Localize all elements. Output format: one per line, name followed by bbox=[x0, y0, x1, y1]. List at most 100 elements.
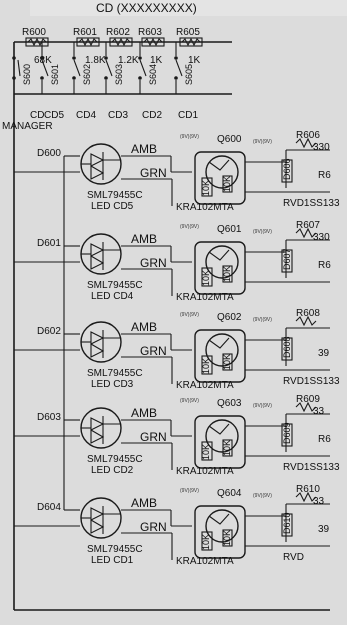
right-res-val: 330 bbox=[313, 232, 330, 243]
led-amb-label: AMB bbox=[131, 142, 157, 156]
diode-lower bbox=[90, 165, 105, 180]
led-ref: D604 bbox=[37, 502, 61, 513]
voltage-note: (9V)(9V) bbox=[180, 398, 199, 404]
led-amb-label: AMB bbox=[131, 232, 157, 246]
switch-label: CD5 bbox=[44, 110, 64, 121]
led-name: LED CD5 bbox=[91, 201, 134, 212]
transistor-r2: 10K bbox=[222, 176, 232, 192]
right-res-ref: R607 bbox=[296, 220, 320, 231]
led-amb-label: AMB bbox=[131, 406, 157, 420]
bias-resistor bbox=[201, 177, 213, 197]
resistor-value: 1K bbox=[188, 55, 201, 66]
transistor-symbol bbox=[205, 419, 239, 453]
resistor-value: 1.8K bbox=[85, 55, 106, 66]
transistor-ref: Q604 bbox=[217, 488, 242, 499]
voltage-note-2: (9V)(9V) bbox=[253, 493, 272, 499]
transistor-part: KRA102MTA bbox=[176, 380, 234, 391]
transistor-part: KRA102MTA bbox=[176, 202, 234, 213]
voltage-note: (9V)(9V) bbox=[180, 488, 199, 494]
bias-resistor bbox=[201, 531, 213, 551]
resistor-r605: R605 1K bbox=[176, 27, 203, 66]
diode-upper bbox=[90, 417, 105, 431]
transistor-symbol bbox=[205, 333, 239, 367]
led-part: SML79455C bbox=[87, 368, 143, 379]
resistor-zigzag bbox=[295, 315, 317, 327]
resistor-value: 1.2K bbox=[118, 55, 139, 66]
led-grn-label: GRN bbox=[140, 256, 167, 270]
right-edge-parts: D606R606330RVD1SS133R6D607R607330R6D608R… bbox=[245, 130, 340, 563]
resistor-ref: R603 bbox=[138, 27, 162, 38]
resistor-value: 68K bbox=[34, 55, 52, 66]
switch-label: CD3 bbox=[108, 110, 128, 121]
transistor-symbol bbox=[205, 245, 239, 279]
voltage-note: (9V)(9V) bbox=[180, 312, 199, 318]
led-grn-label: GRN bbox=[140, 430, 167, 444]
right-res-val: 330 bbox=[313, 142, 330, 153]
side-label: R6 bbox=[318, 170, 331, 181]
voltage-note-2: (9V)(9V) bbox=[253, 139, 272, 145]
transistor-box bbox=[194, 151, 246, 205]
switch-label: CD bbox=[30, 110, 44, 121]
diode-box bbox=[281, 249, 293, 273]
led-ref: D603 bbox=[37, 412, 61, 423]
resistor-zigzag bbox=[295, 401, 317, 413]
diode-lower bbox=[90, 519, 105, 534]
led-name: LED CD1 bbox=[91, 555, 134, 566]
switch-label: CD1 bbox=[178, 110, 198, 121]
led-name: LED CD3 bbox=[91, 379, 134, 390]
transistor-ref: Q603 bbox=[217, 398, 242, 409]
resistor-zigzag bbox=[295, 227, 317, 239]
led-amb-label: AMB bbox=[131, 496, 157, 510]
bias-resistor-2 bbox=[222, 529, 233, 547]
voltage-note: (9V)(9V) bbox=[180, 224, 199, 230]
diode-upper bbox=[90, 331, 105, 345]
bias-resistor bbox=[201, 267, 213, 287]
diode-ref: D607 bbox=[282, 248, 292, 270]
switch-label-2: MANAGER bbox=[2, 121, 53, 132]
transistor-ref: Q600 bbox=[217, 134, 242, 145]
led-part: SML79455C bbox=[87, 280, 143, 291]
header-title: CD (XXXXXXXXX) bbox=[96, 1, 197, 15]
resistor-ref: R602 bbox=[106, 27, 130, 38]
transistor-ref: Q601 bbox=[217, 224, 242, 235]
bias-resistor bbox=[201, 355, 213, 375]
led-grn-label: GRN bbox=[140, 344, 167, 358]
transistor-symbol bbox=[205, 509, 239, 543]
bias-resistor-2 bbox=[222, 353, 233, 371]
transistor-part: KRA102MTA bbox=[176, 556, 234, 567]
transistor-r2: 10K bbox=[222, 440, 232, 456]
right-res-ref: R610 bbox=[296, 484, 320, 495]
switch-ref: S600 bbox=[22, 64, 32, 85]
side-label: R6 bbox=[318, 434, 331, 445]
diode-ref: D609 bbox=[282, 422, 292, 444]
resistor-ref: R600 bbox=[22, 27, 46, 38]
switch-ref: S605 bbox=[184, 64, 194, 85]
diode-ref: D608 bbox=[282, 336, 292, 358]
diode-ref: D610 bbox=[282, 512, 292, 534]
right-res-ref: R608 bbox=[296, 308, 320, 319]
diode-box bbox=[281, 423, 293, 447]
side-label: 39 bbox=[318, 348, 330, 359]
resistor-value: 1K bbox=[150, 55, 163, 66]
voltage-note: (9V)(9V) bbox=[180, 134, 199, 140]
transistor-r2: 10K bbox=[222, 530, 232, 546]
resistor-ref: R605 bbox=[176, 27, 200, 38]
transistor-r2: 10K bbox=[222, 354, 232, 370]
transistor-box bbox=[194, 329, 246, 383]
rvd-label: RVD1SS133 bbox=[283, 376, 340, 387]
